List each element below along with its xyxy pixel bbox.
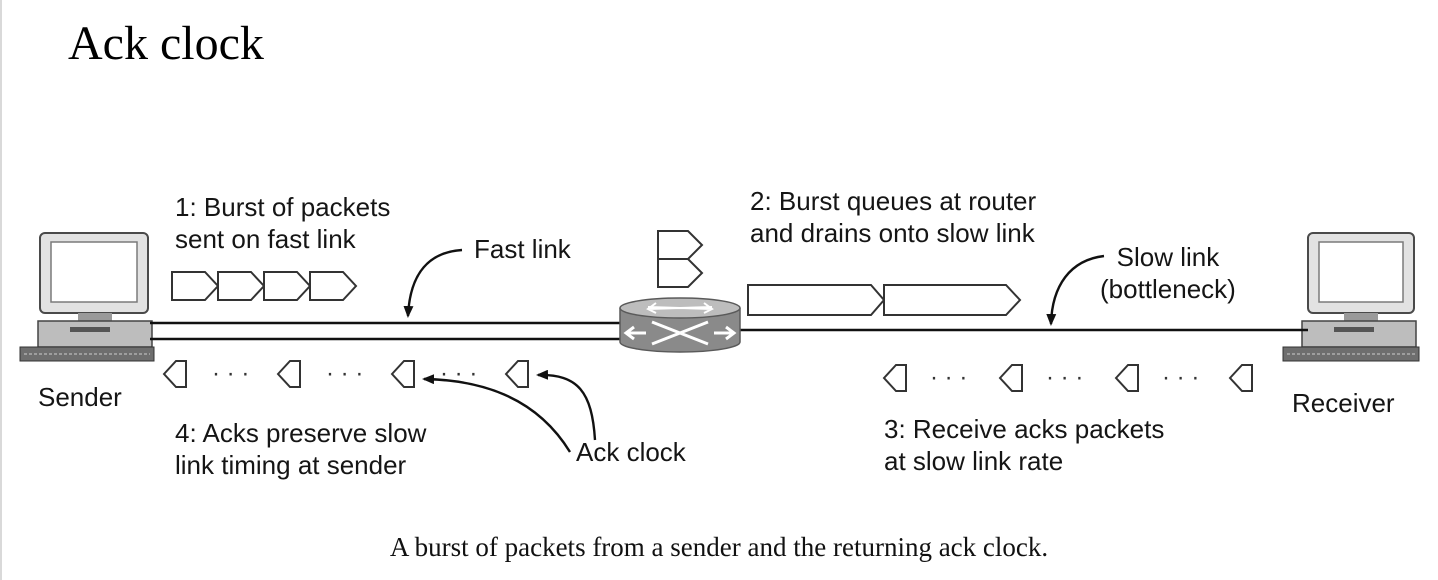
receive-acks-line-2: at slow link rate xyxy=(884,445,1064,476)
ack-clock-arrow-lower xyxy=(422,374,572,453)
receive-acks-line-1: 3: Receive acks packets xyxy=(884,414,1165,444)
ack-clock-label: Ack clock xyxy=(576,437,686,467)
ack-spacing-dots: · · · xyxy=(212,360,249,387)
acks-preserve-line-2: link timing at sender xyxy=(175,449,407,480)
receive-acks-label: 3: Receive acks packets at slow link rat… xyxy=(884,414,1164,477)
queued-packet xyxy=(657,258,704,288)
slow-link-packet xyxy=(747,284,886,316)
ack-packet xyxy=(504,360,529,388)
burst-queues-line-1: 2: Burst queues at router xyxy=(750,186,1037,216)
burst-sent-line-1: 1: Burst of packets xyxy=(175,192,391,222)
burst-packet xyxy=(171,271,220,301)
burst-packet xyxy=(263,271,312,301)
fast-link-pointer-arrow xyxy=(403,248,463,318)
ack-packet xyxy=(998,364,1023,392)
receiver-computer-icon xyxy=(1282,232,1420,362)
burst-sent-label: 1: Burst of packets sent on fast link xyxy=(175,192,390,255)
sender-label: Sender xyxy=(38,382,122,412)
burst-packet xyxy=(309,271,358,301)
ack-spacing-dots: · · · xyxy=(326,360,363,387)
ack-spacing-dots: · · · xyxy=(930,364,967,391)
burst-queues-line-2: and drains onto slow link xyxy=(750,217,1035,248)
ack-packet xyxy=(162,360,187,388)
ack-packet xyxy=(390,360,415,388)
slow-link-label: Slow link (bottleneck) xyxy=(1100,242,1236,305)
ack-spacing-dots: · · · xyxy=(1162,364,1199,391)
burst-queues-label: 2: Burst queues at router and drains ont… xyxy=(750,186,1036,249)
slow-link-pointer-arrow xyxy=(1046,254,1105,326)
queued-packet xyxy=(657,230,704,260)
ack-spacing-dots: · · · xyxy=(1046,364,1083,391)
burst-sent-line-2: sent on fast link xyxy=(175,223,356,254)
fast-link-label: Fast link xyxy=(474,234,571,264)
acks-preserve-line-1: 4: Acks preserve slow xyxy=(175,418,427,448)
sender-computer-icon xyxy=(19,232,155,362)
ack-packet xyxy=(882,364,907,392)
slow-link-packet xyxy=(883,284,1022,316)
figure-caption: A burst of packets from a sender and the… xyxy=(389,532,1049,562)
ack-packet xyxy=(1114,364,1139,392)
ack-packet xyxy=(1228,364,1253,392)
acks-preserve-label: 4: Acks preserve slow link timing at sen… xyxy=(175,418,426,481)
slow-link-line-2: (bottleneck) xyxy=(1100,273,1236,304)
slide-title: Ack clock xyxy=(68,17,264,70)
receiver-label: Receiver xyxy=(1292,388,1395,418)
burst-packet xyxy=(217,271,266,301)
slow-link-line-1: Slow link xyxy=(1116,242,1220,272)
ack-packet xyxy=(276,360,301,388)
router-icon xyxy=(619,297,741,353)
ack-clock-arrow-upper xyxy=(536,369,597,441)
